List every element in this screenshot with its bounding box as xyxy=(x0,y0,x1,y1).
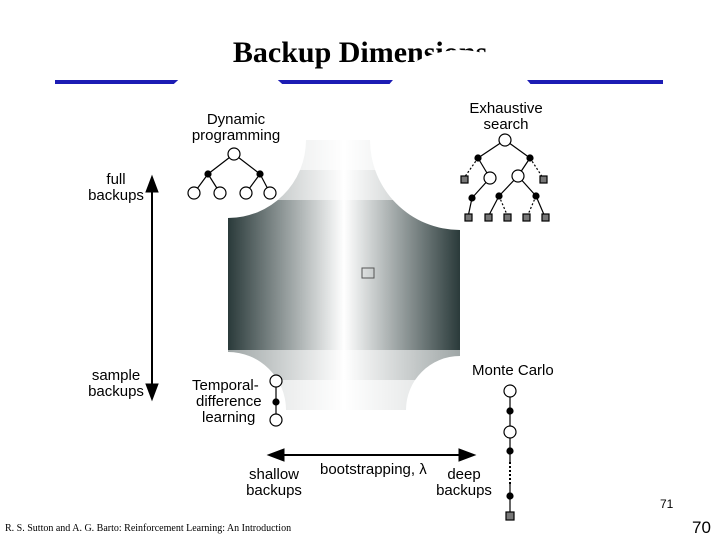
td-learning-chain xyxy=(269,374,283,427)
monte-carlo-chain xyxy=(503,384,517,521)
horizontal-axis-arrow xyxy=(266,448,477,462)
dynamic-programming-tree xyxy=(187,147,277,200)
label-full-backups: full backups xyxy=(88,171,144,204)
label-bootstrapping: bootstrapping, λ xyxy=(320,461,427,478)
label-sample-backups: sample backups xyxy=(88,367,144,400)
label-exhaustive-search: Exhaustive search xyxy=(469,100,543,133)
footer-citation: R. S. Sutton and A. G. Barto: Reinforcem… xyxy=(5,523,292,534)
inner-page-number: 71 xyxy=(660,497,674,511)
label-td-learning: Temporal- difference learning xyxy=(192,377,262,426)
corner-cutout-top-right xyxy=(370,50,550,230)
corner-cutout-bottom-left xyxy=(170,352,286,468)
label-dynamic-programming: Dynamic programming xyxy=(191,111,281,144)
label-deep-backups: deep backups xyxy=(436,466,492,499)
title-rule xyxy=(55,80,663,84)
label-shallow-backups: shallow backups xyxy=(246,466,302,499)
vertical-axis-arrow xyxy=(145,174,159,402)
label-monte-carlo: Monte Carlo xyxy=(472,362,554,379)
center-marker xyxy=(361,267,375,279)
slide-number: 70 xyxy=(692,518,711,537)
exhaustive-search-tree xyxy=(460,133,550,222)
corner-cutout-bottom-right xyxy=(406,356,514,464)
corner-cutout-top-left xyxy=(150,62,306,218)
